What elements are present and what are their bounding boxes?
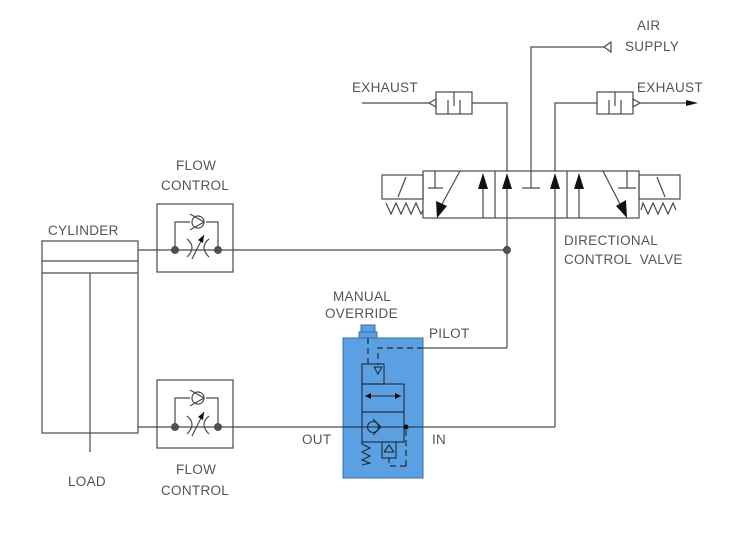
manual-override-label-1: MANUAL <box>333 289 391 304</box>
flow-control-bottom-box <box>156 379 234 449</box>
junction-dot <box>403 424 409 430</box>
exhaust-right-arrow-icon <box>686 100 698 106</box>
exhaust-left-port-icon <box>427 97 437 109</box>
flow-control-top-box <box>156 203 234 273</box>
dcv-right-section <box>574 170 636 218</box>
load-label: LOAD <box>68 474 106 489</box>
check-valve-icon <box>189 389 205 407</box>
junction-dot <box>503 246 511 254</box>
check-ball-icon <box>366 418 382 436</box>
dcv-arrow-icon <box>550 173 560 189</box>
pilot-label: PILOT <box>429 326 470 341</box>
check-valve-icon <box>189 213 205 231</box>
adjustable-restrictor-icon <box>186 411 210 437</box>
dcv-arrow-icon <box>478 173 488 189</box>
directional-control-valve: DIRECTIONAL CONTROL VALVE <box>381 170 683 267</box>
cylinder-label: CYLINDER <box>48 223 119 238</box>
exhaust-right-muffler-icon <box>596 91 634 115</box>
dcv-arrow-icon <box>436 201 447 218</box>
out-label: OUT <box>302 432 331 447</box>
dcv-center-section <box>502 171 560 218</box>
spring-icon <box>360 442 372 466</box>
exhaust-right-label: EXHAUST <box>637 80 703 95</box>
exhaust-left-muffler-icon <box>435 91 473 115</box>
dcv-label-2: CONTROL VALVE <box>564 252 683 267</box>
flow-control-bottom: FLOW CONTROL <box>156 379 234 498</box>
exhaust-right-port-icon <box>632 97 642 109</box>
exhaust-left: EXHAUST <box>352 80 508 171</box>
dcv-arrow-icon <box>574 173 584 189</box>
dcv-arrow-icon <box>502 173 512 189</box>
cylinder: CYLINDER LOAD <box>41 223 139 489</box>
right-solenoid-icon <box>638 174 681 216</box>
dcv-label-1: DIRECTIONAL <box>564 233 658 248</box>
flow-control-top: FLOW CONTROL <box>156 158 234 273</box>
exhaust-left-valve-line <box>472 102 508 171</box>
flow-control-bottom-label-2: CONTROL <box>161 483 229 498</box>
air-supply-line <box>530 46 604 171</box>
in-label: IN <box>432 432 446 447</box>
air-supply-label-1: AIR <box>637 18 660 33</box>
dcv-arrow-icon <box>616 200 627 218</box>
exhaust-left-label: EXHAUST <box>352 80 418 95</box>
air-supply-source-icon <box>602 40 612 54</box>
flow-control-top-label-2: CONTROL <box>161 178 229 193</box>
exhaust-right-valve-line <box>554 102 597 171</box>
exhaust-right: EXHAUST <box>554 80 703 171</box>
manual-override-label-2: OVERRIDE <box>325 306 398 321</box>
left-solenoid-icon <box>381 174 424 216</box>
pilot-operated-check-valve: MANUAL OVERRIDE PILOT OUT IN <box>302 289 470 479</box>
flow-control-top-label-1: FLOW <box>176 158 216 173</box>
air-supply: AIR SUPPLY <box>530 18 679 171</box>
dcv-left-section <box>428 170 488 218</box>
adjustable-restrictor-icon <box>186 234 210 260</box>
flow-control-bottom-label-1: FLOW <box>176 462 216 477</box>
air-supply-label-2: SUPPLY <box>625 39 679 54</box>
check-valve-body <box>342 337 424 479</box>
